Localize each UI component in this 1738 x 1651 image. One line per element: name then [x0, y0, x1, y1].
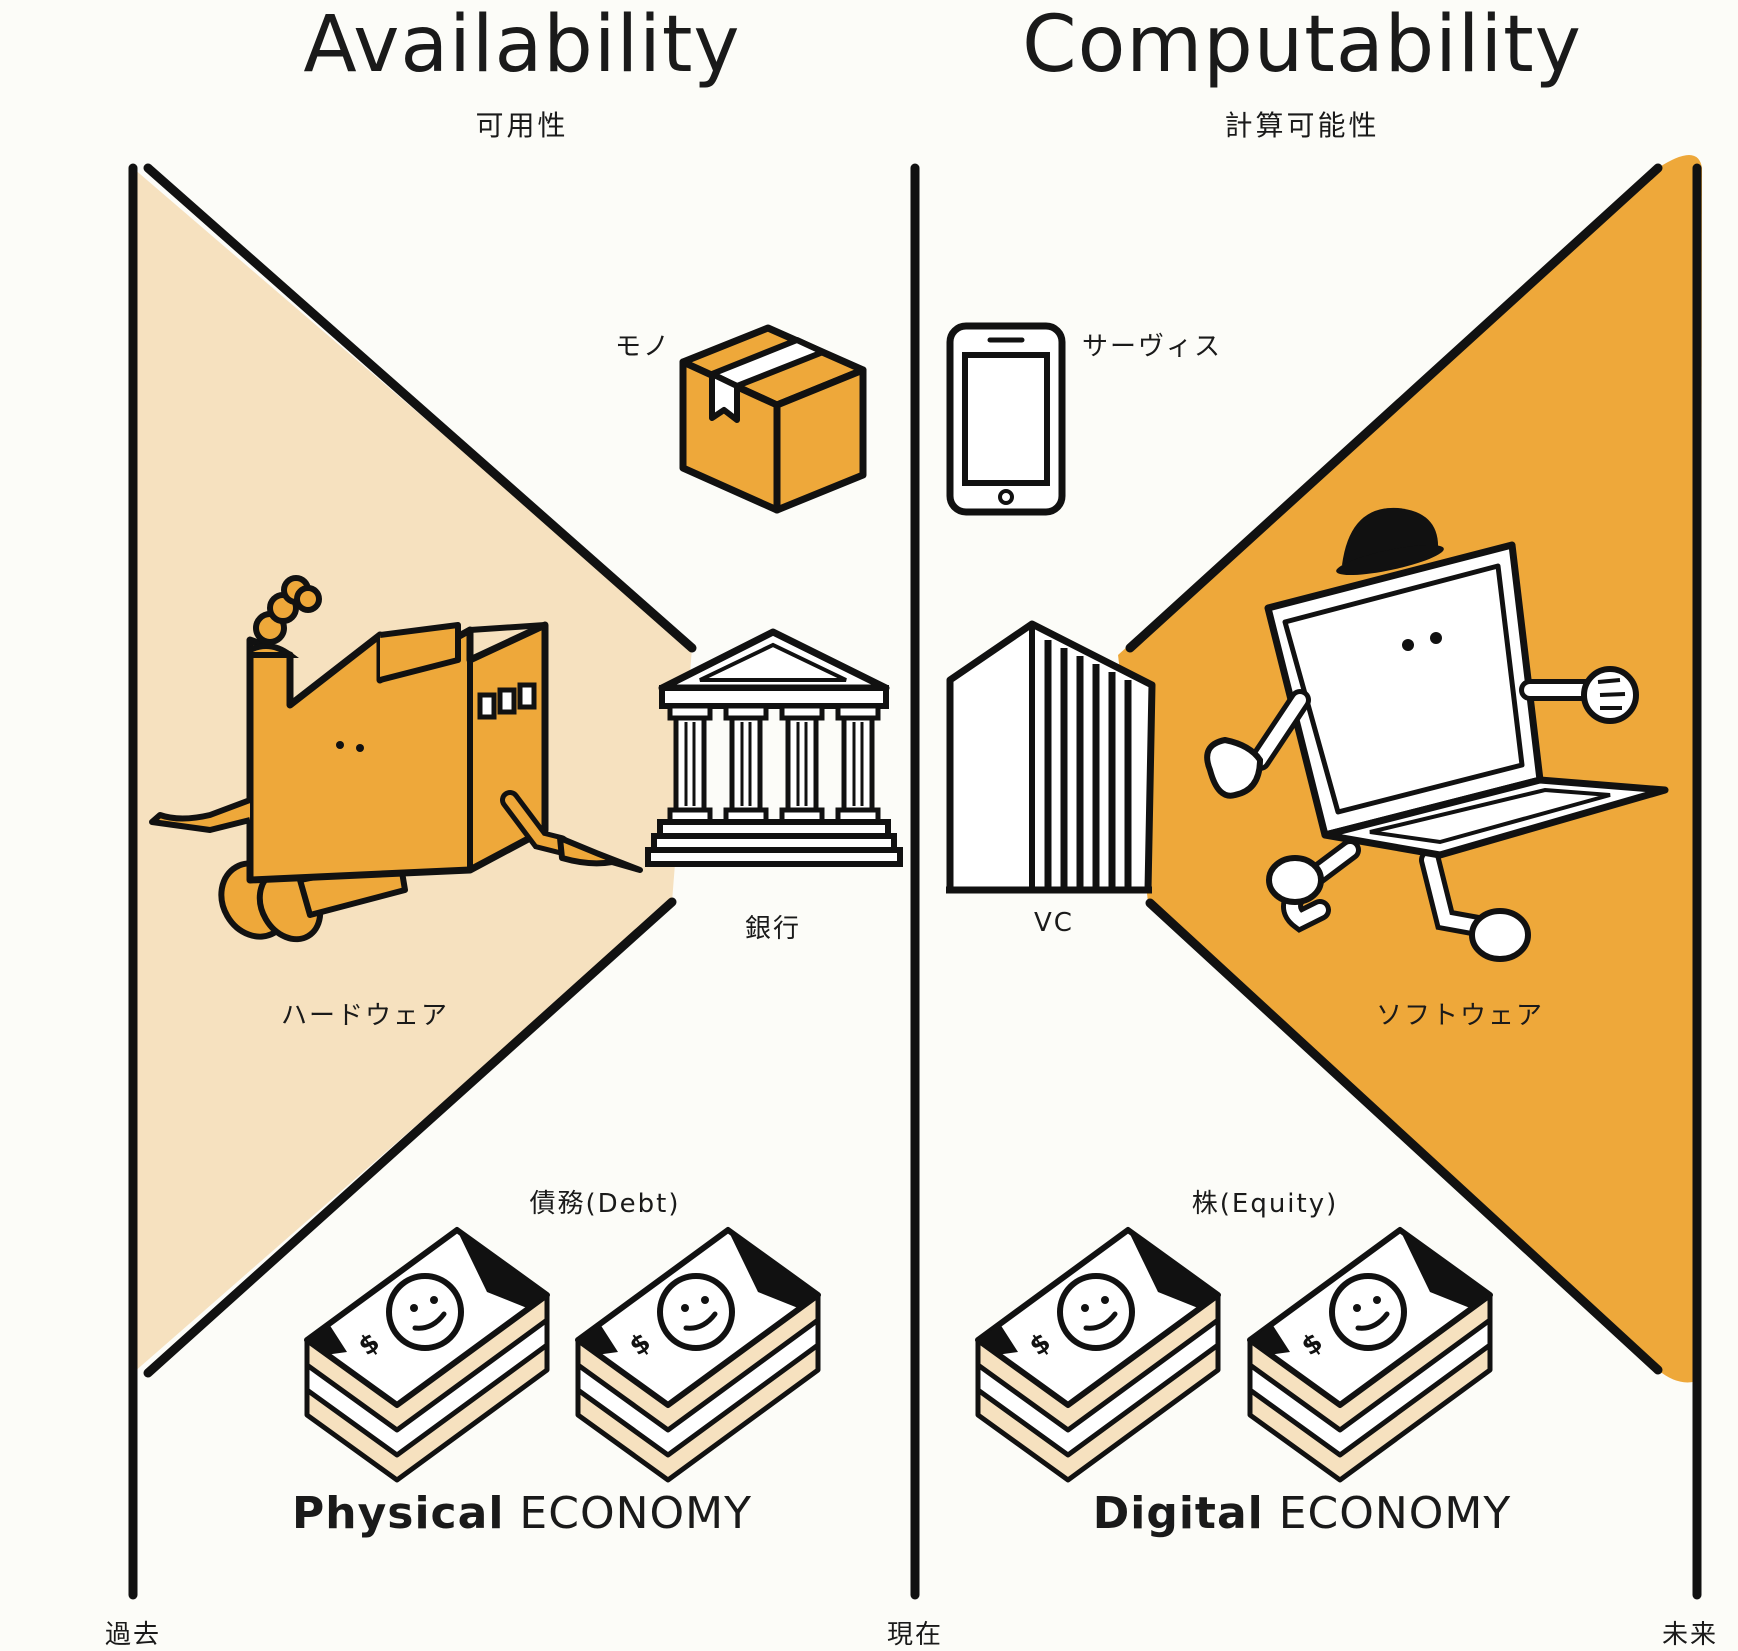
smartphone-icon — [946, 322, 1066, 516]
goods-label: モノ — [614, 332, 672, 362]
service-label: サーヴィス — [1081, 332, 1223, 362]
digital-economy-label: Digital ECONOMY — [1093, 1488, 1512, 1539]
vc-label: VC — [1034, 908, 1074, 938]
computability-subtitle: 計算可能性 — [1224, 109, 1380, 142]
future-lower-edge — [1145, 898, 1663, 1375]
availability-title: Availability — [303, 0, 741, 90]
equity-label: 株(Equity) — [1191, 1189, 1339, 1219]
digital-economy-bold: Digital — [1092, 1488, 1264, 1539]
package-box-icon — [679, 324, 867, 514]
present-label: 現在 — [886, 1620, 944, 1650]
physical-economy-label: Physical ECONOMY — [292, 1488, 752, 1539]
digital-economy-word: ECONOMY — [1278, 1488, 1512, 1539]
past-label: 過去 — [104, 1620, 162, 1650]
future-upper-edge — [1125, 163, 1663, 653]
money-stack-icon — [1250, 1230, 1490, 1480]
past-upper-edge — [143, 163, 697, 653]
future-label: 未来 — [1661, 1620, 1719, 1650]
hardware-label: ハードウェア — [280, 1001, 450, 1031]
physical-economy-word: ECONOMY — [519, 1488, 752, 1539]
availability-subtitle: 可用性 — [475, 109, 569, 142]
money-stack-icon — [307, 1230, 547, 1480]
bank-label: 銀行 — [744, 914, 802, 944]
debt-label: 債務(Debt) — [529, 1189, 681, 1219]
money-stack-icon — [578, 1230, 818, 1480]
vc-office-building-icon — [946, 620, 1156, 894]
money-stack-icon — [978, 1230, 1218, 1480]
bank-building-icon — [645, 628, 903, 867]
factory-character-icon — [149, 575, 643, 943]
software-label: ソフトウェア — [1375, 1001, 1545, 1031]
physical-economy-bold: Physical — [292, 1488, 505, 1539]
past-lower-edge — [143, 897, 677, 1378]
computability-title: Computability — [1022, 0, 1582, 90]
laptop-character-icon — [1204, 507, 1669, 962]
